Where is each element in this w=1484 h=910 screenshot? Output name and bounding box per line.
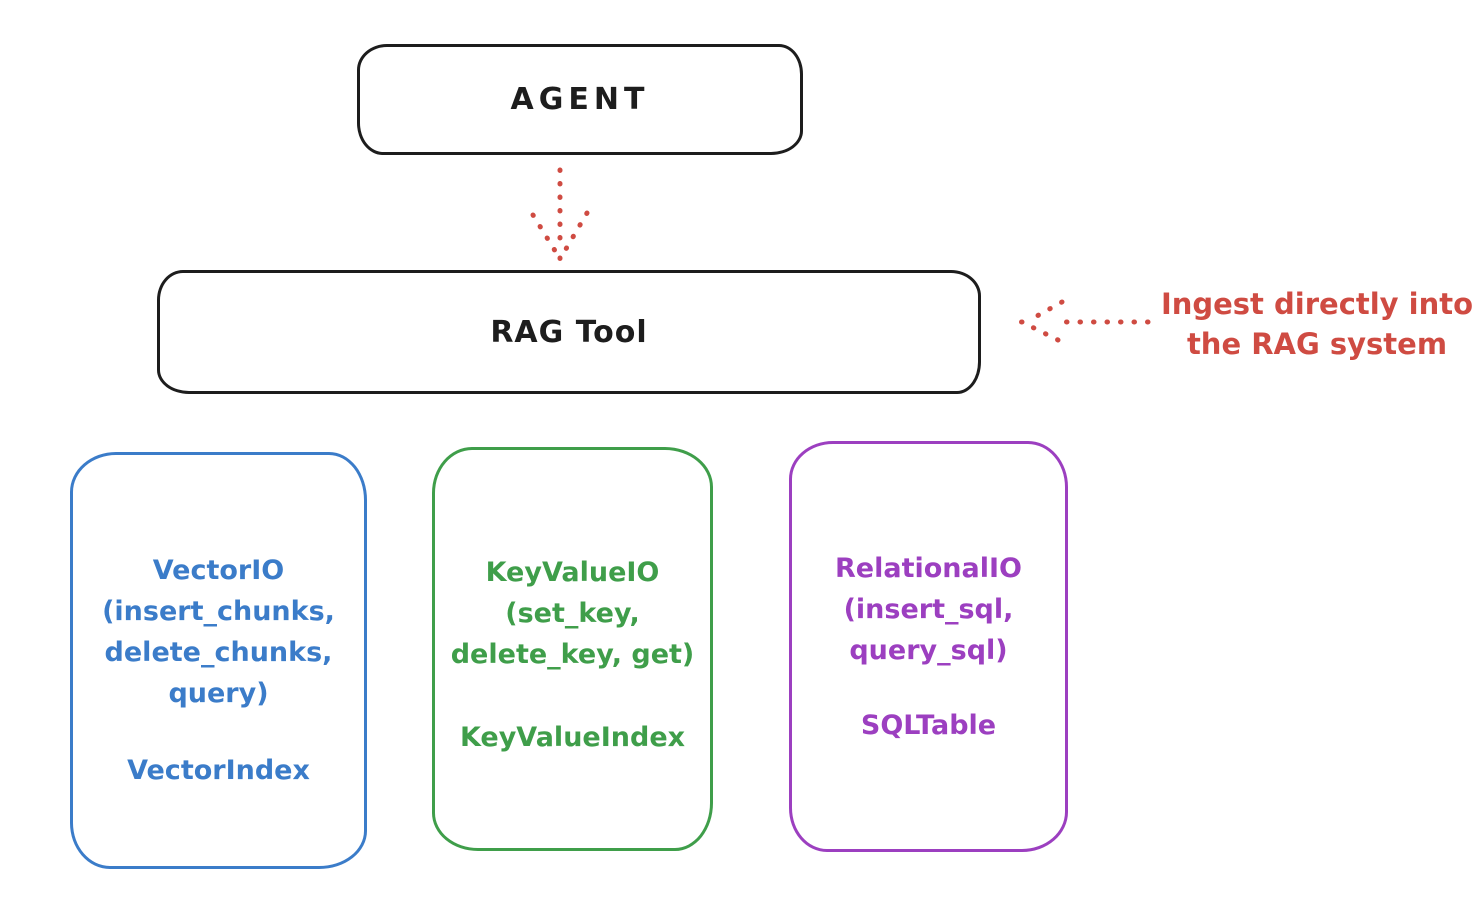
vector-index-label: VectorIndex [127,755,310,786]
relational-io-methods-label: RelationalIO (insert_sql, query_sql) [835,553,1022,666]
keyvalue-index-label: KeyValueIndex [459,722,686,753]
ingest-annotation-text: Ingest directly into the RAG system [1160,287,1474,361]
agent-box-label: AGENT [510,82,650,117]
keyvalue-io-card: KeyValueIO (set_key, delete_key, get) Ke… [432,447,713,851]
keyvalue-io-methods-label: KeyValueIO (set_key, delete_key, get) [450,557,695,670]
agent-box: AGENT [357,44,803,155]
ingest-annotation-dotted-arrow [1017,299,1151,343]
rag-tool-box-label: RAG Tool [490,314,648,350]
vector-io-methods-label: VectorIO (insert_chunks, delete_chunks, … [102,555,335,709]
agent-to-rag-dotted-arrow [530,167,590,265]
rag-tool-box: RAG Tool [157,270,981,394]
vector-io-card: VectorIO (insert_chunks, delete_chunks, … [70,452,367,869]
sql-table-label: SQLTable [860,710,997,741]
relational-io-card: RelationalIO (insert_sql, query_sql) SQL… [789,441,1068,852]
